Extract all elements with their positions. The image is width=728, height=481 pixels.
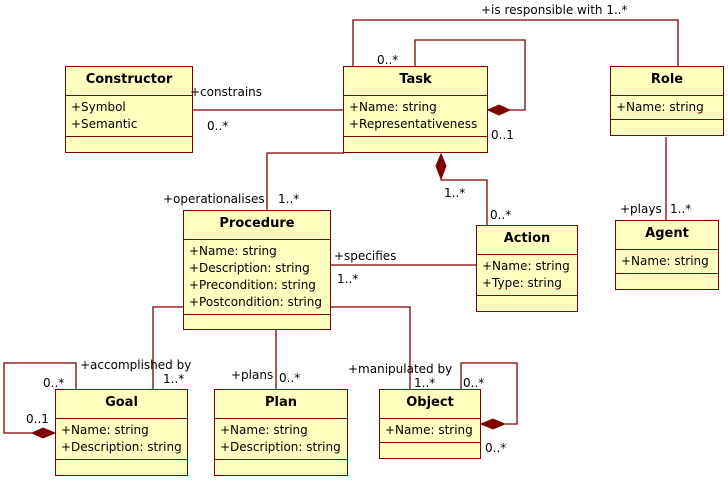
class-attribute: +Semantic xyxy=(71,117,138,131)
assoc-task-role xyxy=(352,19,679,66)
class-attribute: +Name: string xyxy=(61,423,149,437)
class-operations xyxy=(477,296,577,310)
role-label-constrains: +constrains xyxy=(190,85,263,99)
composition-diamond-object-self xyxy=(479,418,507,430)
class-attribute: +Symbol xyxy=(71,100,126,114)
class-attributes: +Name: string xyxy=(616,250,718,274)
class-operations xyxy=(616,274,718,288)
class-task[interactable]: Task +Name: string +Representativeness xyxy=(343,66,488,153)
class-attribute: +Name: string xyxy=(349,100,437,114)
class-attributes: +Name: string +Description: string xyxy=(56,419,187,460)
class-name: Task xyxy=(344,67,487,96)
role-label-plays: +plays xyxy=(620,202,662,216)
multiplicity-task-self: 0..1 xyxy=(491,128,514,142)
multiplicity-task-action-action: 0..* xyxy=(490,208,512,222)
class-attribute: +Name: string xyxy=(621,254,709,268)
class-operations xyxy=(380,443,480,457)
class-attribute: +Name: string xyxy=(482,259,570,273)
multiplicity-goal-self-bottom: 0..1 xyxy=(26,412,49,426)
assoc-task-self xyxy=(414,39,526,111)
composition-diamond-task-self xyxy=(486,104,512,116)
class-name: Action xyxy=(477,226,577,255)
multiplicity-object-self-top: 0..* xyxy=(463,376,485,390)
multiplicity-constructor-task: 0..* xyxy=(207,119,229,133)
class-attribute: +Description: string xyxy=(220,440,341,454)
multiplicity-role-agent: 1..* xyxy=(670,202,692,216)
class-attributes: +Name: string +Description: string +Prec… xyxy=(184,240,330,315)
class-attributes: +Name: string xyxy=(611,96,723,120)
class-attributes: +Name: string +Type: string xyxy=(477,255,577,296)
multiplicity-plan-procedure: 0..* xyxy=(279,371,301,385)
class-attributes: +Name: string +Description: string xyxy=(215,419,347,460)
multiplicity-procedure-action: 1..* xyxy=(337,272,359,286)
class-attribute: +Postcondition: string xyxy=(189,295,322,309)
role-label-specifies: +specifies xyxy=(334,249,397,263)
class-attribute: +Name: string xyxy=(189,244,277,258)
class-operations xyxy=(344,137,487,151)
class-attribute: +Name: string xyxy=(616,100,704,114)
role-label-manipulated-by: +manipulated by xyxy=(348,362,453,376)
role-label-plans: +plans xyxy=(231,368,274,382)
role-label-operationalises: +operationalises xyxy=(163,192,265,206)
role-label-is-responsible: +is responsible with 1..* xyxy=(481,3,628,17)
class-operations xyxy=(56,460,187,474)
assoc-goal-self xyxy=(3,362,77,434)
class-name: Procedure xyxy=(184,211,330,240)
class-attribute: +Name: string xyxy=(220,423,308,437)
class-operations xyxy=(184,315,330,329)
class-name: Goal xyxy=(56,390,187,419)
class-name: Role xyxy=(611,67,723,96)
composition-diamond-goal-self xyxy=(30,427,57,439)
class-procedure[interactable]: Procedure +Name: string +Description: st… xyxy=(183,210,331,330)
assoc-procedure-object xyxy=(330,306,411,389)
class-name: Object xyxy=(380,390,480,419)
class-goal[interactable]: Goal +Name: string +Description: string xyxy=(55,389,188,476)
assoc-procedure-goal xyxy=(152,306,183,389)
multiplicity-task-role: 0..* xyxy=(377,53,399,67)
class-plan[interactable]: Plan +Name: string +Description: string xyxy=(214,389,348,476)
class-attributes: +Name: string xyxy=(380,419,480,443)
assoc-object-self xyxy=(460,362,518,425)
class-operations xyxy=(215,460,347,474)
class-attributes: +Name: string +Representativeness xyxy=(344,96,487,137)
class-attribute: +Type: string xyxy=(482,276,562,290)
class-operations xyxy=(66,137,192,151)
multiplicity-object-procedure: 1..* xyxy=(414,376,436,390)
class-name: Plan xyxy=(215,390,347,419)
role-label-accomplished-by: +accomplished by xyxy=(80,358,192,372)
class-agent[interactable]: Agent +Name: string xyxy=(615,220,719,290)
class-action[interactable]: Action +Name: string +Type: string xyxy=(476,225,578,312)
multiplicity-object-self-bottom: 0..* xyxy=(485,441,507,455)
class-name: Constructor xyxy=(66,67,192,96)
class-attribute: +Precondition: string xyxy=(189,278,316,292)
class-name: Agent xyxy=(616,221,718,250)
class-attribute: +Description: string xyxy=(189,261,310,275)
assoc-task-procedure xyxy=(266,152,344,210)
multiplicity-task-action-task: 1..* xyxy=(444,186,466,200)
class-operations xyxy=(611,120,723,134)
class-attribute: +Representativeness xyxy=(349,117,478,131)
class-attributes: +Symbol +Semantic xyxy=(66,96,192,137)
multiplicity-goal-self-top: 0..* xyxy=(43,376,65,390)
class-role[interactable]: Role +Name: string xyxy=(610,66,724,136)
class-attribute: +Description: string xyxy=(61,440,182,454)
class-constructor[interactable]: Constructor +Symbol +Semantic xyxy=(65,66,193,153)
multiplicity-task-procedure: 1..* xyxy=(278,192,300,206)
composition-diamond-task-action xyxy=(435,152,447,181)
multiplicity-goal-procedure: 1..* xyxy=(163,372,185,386)
class-attribute: +Name: string xyxy=(385,423,473,437)
class-object[interactable]: Object +Name: string xyxy=(379,389,481,459)
